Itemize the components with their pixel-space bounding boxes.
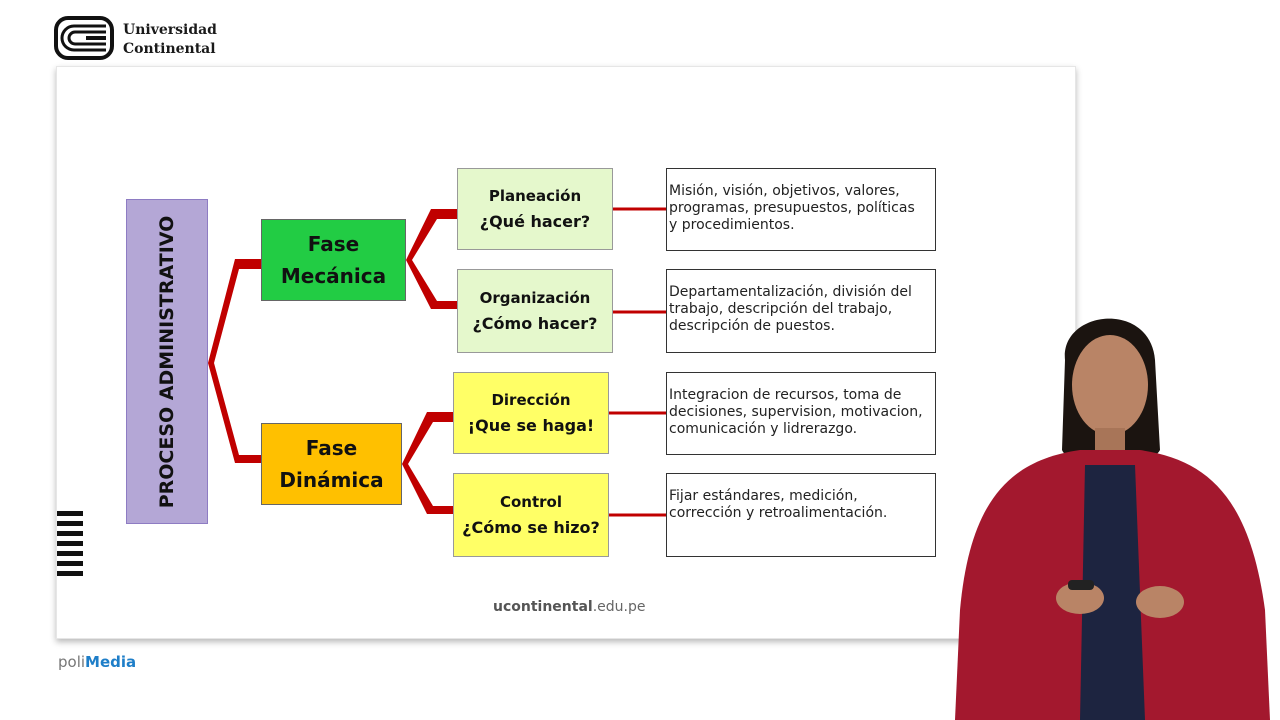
desc-1-line-2: programas, presupuestos, políticas bbox=[669, 200, 915, 216]
presenter-figure-icon bbox=[955, 318, 1270, 720]
footer-url-bold: ucontinental bbox=[493, 599, 593, 615]
desc-2-line-2: trabajo, descripción del trabajo, bbox=[669, 301, 893, 317]
desc-3-line-3: comunicación y lidrerazgo. bbox=[669, 421, 858, 437]
desc-2-line-1: Departamentalización, división del bbox=[669, 284, 912, 300]
step-4-title: Control bbox=[499, 493, 562, 511]
desc-2-line-3: descripción de puestos. bbox=[669, 318, 835, 334]
brand-name: Universidad Continental bbox=[123, 21, 217, 59]
connector-phase-2-to-step-3 bbox=[402, 412, 453, 464]
connector-phase-1-to-step-1 bbox=[406, 209, 457, 260]
step-control-box: Control ¿Cómo se hizo? bbox=[453, 473, 609, 557]
desc-direccion-box: Integracion de recursos, toma de decisio… bbox=[666, 372, 936, 455]
slide: PROCESO ADMINISTRATIVO Fase Mecánica Fas… bbox=[56, 66, 1076, 639]
phase-2-line-2: Dinámica bbox=[279, 468, 384, 492]
desc-1-line-3: y procedimientos. bbox=[669, 217, 795, 233]
desc-3-line-1: Integracion de recursos, toma de bbox=[669, 387, 902, 403]
step-3-question: ¡Que se haga! bbox=[467, 416, 595, 435]
step-2-question: ¿Cómo hacer? bbox=[472, 314, 598, 333]
desc-4-line-1: Fijar estándares, medición, bbox=[669, 488, 858, 504]
brand-line-1: Universidad bbox=[123, 22, 217, 38]
phase-dinamica-box: Fase Dinámica bbox=[261, 423, 402, 505]
connector-root-to-phase-1 bbox=[208, 259, 261, 363]
root-box: PROCESO ADMINISTRATIVO bbox=[126, 199, 208, 524]
footer-url: ucontinental.edu.pe bbox=[493, 599, 646, 615]
connector-lines bbox=[208, 207, 666, 517]
step-3-title: Dirección bbox=[491, 391, 571, 409]
step-planeacion-box: Planeación ¿Qué hacer? bbox=[457, 168, 613, 250]
connector-phase-1-to-step-2 bbox=[406, 260, 457, 309]
phase-2-line-1: Fase bbox=[305, 436, 358, 460]
connector-phase-2-to-step-4 bbox=[402, 464, 453, 514]
connector-root-to-phase-2 bbox=[208, 363, 261, 463]
phase-mecanica-box: Fase Mecánica bbox=[261, 219, 406, 301]
desc-control-box: Fijar estándares, medición, corrección y… bbox=[666, 473, 936, 557]
step-1-title: Planeación bbox=[488, 187, 582, 205]
desc-4-line-2: corrección y retroalimentación. bbox=[669, 505, 888, 521]
step-1-question: ¿Qué hacer? bbox=[479, 212, 591, 231]
step-4-question: ¿Cómo se hizo? bbox=[462, 518, 600, 537]
desc-planeacion-box: Misión, visión, objetivos, valores, prog… bbox=[666, 168, 936, 251]
desc-1-line-1: Misión, visión, objetivos, valores, bbox=[669, 183, 900, 199]
step-2-title: Organización bbox=[479, 289, 591, 307]
step-direccion-box: Dirección ¡Que se haga! bbox=[453, 372, 609, 454]
stripes-decoration-icon bbox=[57, 511, 83, 576]
desc-3-line-2: decisiones, supervision, motivacion, bbox=[669, 404, 923, 420]
polimedia-suffix: Media bbox=[85, 653, 137, 671]
desc-organizacion-box: Departamentalización, división del traba… bbox=[666, 269, 936, 353]
polimedia-logo: poliMedia bbox=[58, 653, 136, 671]
brand-line-2: Continental bbox=[123, 41, 216, 57]
polimedia-prefix: poli bbox=[58, 653, 86, 671]
root-label: PROCESO ADMINISTRATIVO bbox=[156, 215, 178, 508]
phase-1-line-2: Mecánica bbox=[280, 264, 387, 288]
universidad-continental-logo-icon bbox=[54, 16, 114, 60]
phase-1-line-1: Fase bbox=[307, 232, 360, 256]
step-organizacion-box: Organización ¿Cómo hacer? bbox=[457, 269, 613, 353]
footer-url-rest: .edu.pe bbox=[592, 599, 646, 615]
